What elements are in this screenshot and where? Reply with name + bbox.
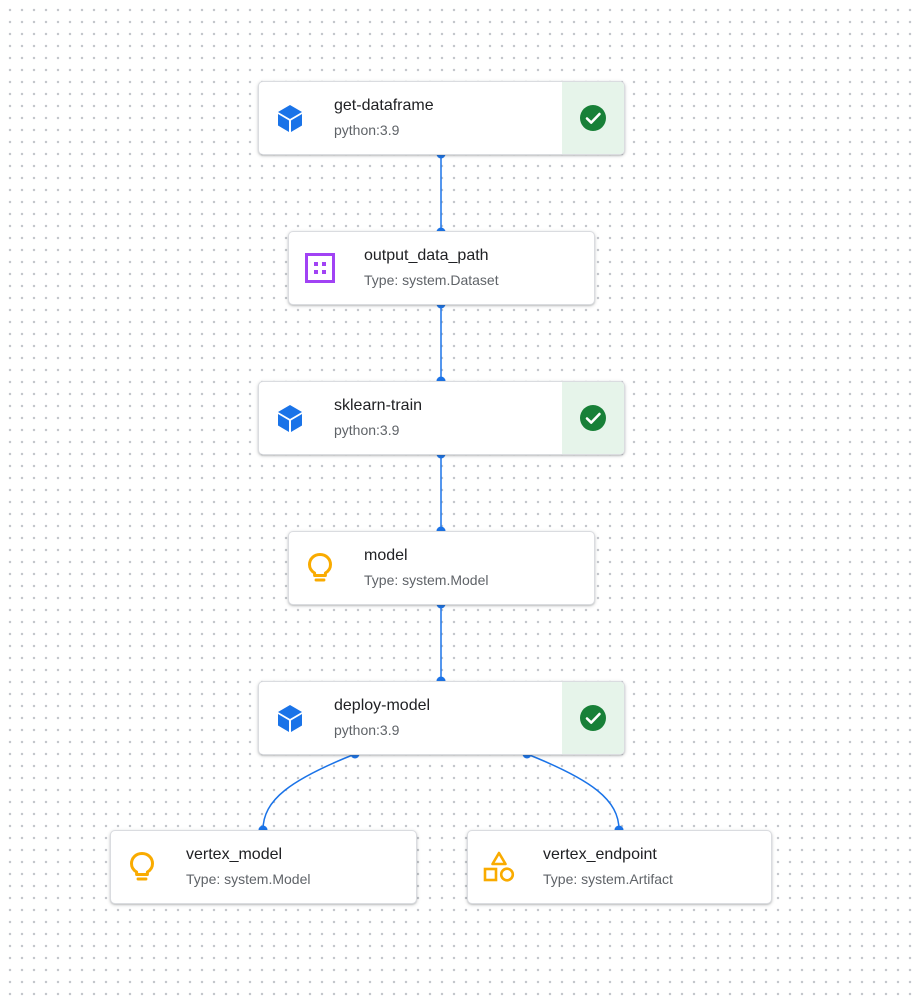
node-subtitle: Type: system.Artifact xyxy=(543,871,673,887)
shapes-icon xyxy=(482,850,516,884)
check-circle-icon xyxy=(580,405,606,431)
node-subtitle: Type: system.Dataset xyxy=(364,272,499,288)
node-subtitle: python:3.9 xyxy=(334,722,400,738)
cube-icon xyxy=(273,401,307,435)
edge-deploy-model-to-vertex-endpoint xyxy=(526,753,620,831)
node-title: sklearn-train xyxy=(334,397,423,414)
node-subtitle: Type: system.Model xyxy=(186,871,311,887)
node-title: vertex_model xyxy=(186,846,283,863)
node-subtitle: python:3.9 xyxy=(334,422,400,438)
node-title: vertex_endpoint xyxy=(543,846,657,863)
status-succeeded xyxy=(562,682,624,754)
status-succeeded xyxy=(562,382,624,454)
check-circle-icon xyxy=(580,105,606,131)
node-subtitle: Type: system.Model xyxy=(364,572,489,588)
artifact-node-model[interactable]: model Type: system.Model xyxy=(288,531,595,605)
lightbulb-icon xyxy=(125,850,159,884)
lightbulb-icon xyxy=(303,551,337,585)
task-node-get-dataframe[interactable]: get-dataframe python:3.9 xyxy=(258,81,625,155)
artifact-node-output-data-path[interactable]: output_data_path Type: system.Dataset xyxy=(288,231,595,305)
cube-icon xyxy=(273,701,307,735)
dataset-icon xyxy=(303,251,337,285)
node-title: get-dataframe xyxy=(334,97,434,114)
check-circle-icon xyxy=(580,705,606,731)
node-title: model xyxy=(364,547,408,564)
cube-icon xyxy=(273,101,307,135)
task-node-sklearn-train[interactable]: sklearn-train python:3.9 xyxy=(258,381,625,455)
node-subtitle: python:3.9 xyxy=(334,122,400,138)
artifact-node-vertex-model[interactable]: vertex_model Type: system.Model xyxy=(110,830,417,904)
task-node-deploy-model[interactable]: deploy-model python:3.9 xyxy=(258,681,625,755)
node-title: output_data_path xyxy=(364,247,489,264)
artifact-node-vertex-endpoint[interactable]: vertex_endpoint Type: system.Artifact xyxy=(467,830,772,904)
node-title: deploy-model xyxy=(334,697,431,714)
edge-deploy-model-to-vertex-model xyxy=(262,753,356,831)
status-succeeded xyxy=(562,82,624,154)
